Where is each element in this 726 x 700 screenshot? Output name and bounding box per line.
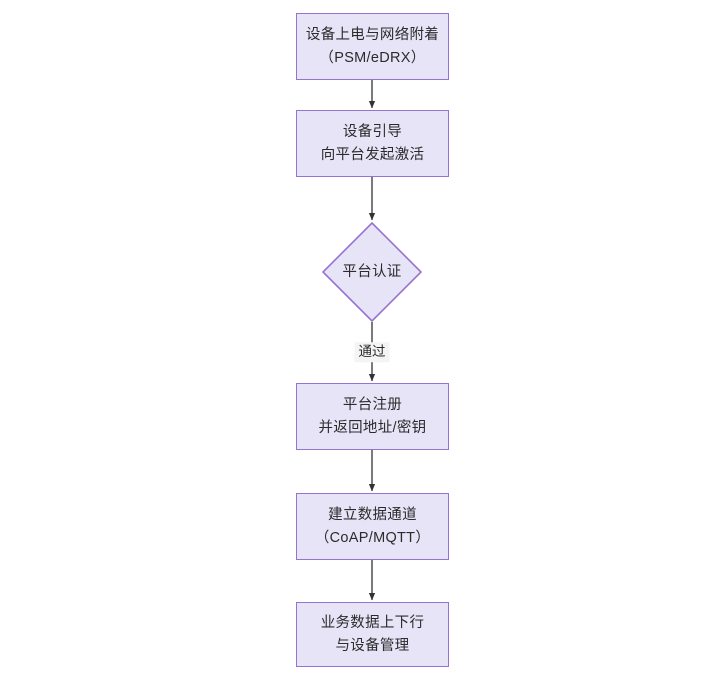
- node-business-data-and-device-management[interactable]: 业务数据上下行 与设备管理: [296, 602, 449, 667]
- node-data-channel[interactable]: 建立数据通道 （CoAP/MQTT）: [296, 493, 449, 560]
- node-label: 平台注册 并返回地址/密钥: [318, 397, 427, 436]
- node-platform-authentication[interactable]: 平台认证: [322, 222, 422, 322]
- node-label: 平台认证: [342, 263, 402, 280]
- node-label: 设备上电与网络附着 （PSM/eDRX）: [305, 27, 440, 66]
- node-platform-registration[interactable]: 平台注册 并返回地址/密钥: [296, 383, 449, 450]
- node-device-power-on[interactable]: 设备上电与网络附着 （PSM/eDRX）: [296, 13, 449, 80]
- diamond-shape: [322, 222, 422, 322]
- node-label: 业务数据上下行 与设备管理: [320, 615, 425, 654]
- node-label: 设备引导 向平台发起激活: [320, 124, 425, 163]
- node-device-bootstrap[interactable]: 设备引导 向平台发起激活: [296, 110, 449, 177]
- edge-label-pass: 通过: [354, 342, 390, 362]
- node-label: 建立数据通道 （CoAP/MQTT）: [314, 507, 431, 546]
